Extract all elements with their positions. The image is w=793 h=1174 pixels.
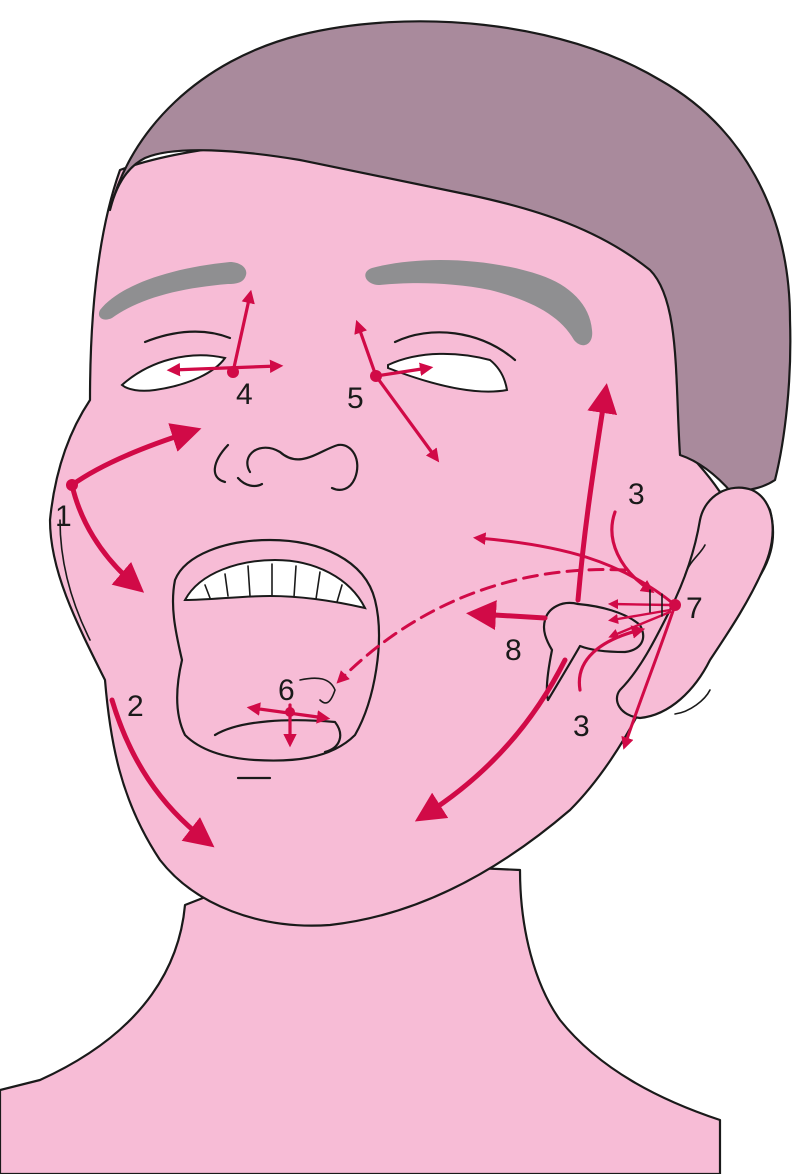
point-6 xyxy=(285,707,295,717)
label-5: 5 xyxy=(347,382,364,415)
label-3-top: 3 xyxy=(628,478,645,511)
point-1 xyxy=(66,479,78,491)
label-6: 6 xyxy=(278,674,295,707)
label-8: 8 xyxy=(505,634,522,667)
label-4: 4 xyxy=(236,378,253,411)
label-3-bottom: 3 xyxy=(573,710,590,743)
point-5 xyxy=(370,370,382,382)
label-7: 7 xyxy=(686,592,703,625)
point-4 xyxy=(227,366,239,378)
point-7 xyxy=(669,599,681,611)
label-2: 2 xyxy=(127,690,144,723)
label-1: 1 xyxy=(55,500,72,533)
